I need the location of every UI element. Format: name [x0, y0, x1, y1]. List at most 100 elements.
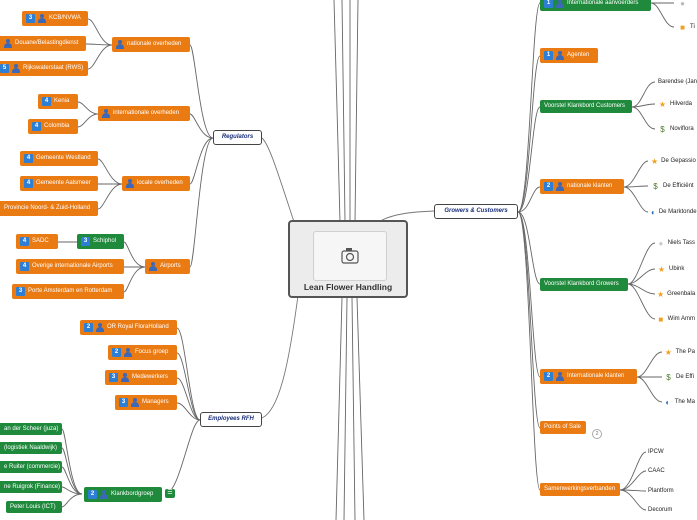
node-noviflora[interactable]: $Noviflora	[656, 124, 697, 134]
globe-icon: ◐	[651, 207, 656, 217]
node-the-pa[interactable]: ★The Pa	[662, 347, 697, 357]
branch-growers-customers[interactable]: Growers & Customers	[434, 204, 518, 219]
priority-badge: 3	[26, 14, 35, 23]
node-douane[interactable]: Douane/Belastingdienst	[0, 36, 86, 51]
node-marktonder[interactable]: ◐De Marktonde	[649, 207, 697, 217]
node-label: Samenwerkingsverbanden	[544, 486, 616, 492]
node-hilverda[interactable]: ★Hilverda	[656, 99, 697, 109]
moneybag-icon: $	[666, 372, 671, 382]
node-label: Decorum	[648, 507, 673, 513]
person-icon	[4, 39, 12, 48]
node-efficiente[interactable]: $De Efficiënt	[649, 181, 697, 191]
node-top-fragment[interactable]: ■Ti	[676, 22, 697, 32]
person-icon	[96, 323, 104, 332]
camera-icon	[341, 248, 359, 264]
node-points-of-sale[interactable]: Points of Sale	[540, 421, 586, 434]
image-placeholder	[313, 231, 387, 281]
node-ipcw[interactable]: IPCW	[646, 447, 686, 457]
node-label: Voorstel Klankbord Growers	[544, 281, 619, 287]
node-plantform[interactable]: Plantform	[646, 486, 686, 496]
node-label: Greenbala	[667, 291, 696, 297]
node-ruiter[interactable]: e Ruiter (commercie)	[0, 461, 62, 473]
node-label: Klankbordgroep	[111, 491, 154, 497]
node-label: Agenten	[567, 52, 590, 58]
node-scheer[interactable]: an der Scheer (juza)	[0, 423, 62, 435]
node-klankbord-customers[interactable]: Voorstel Klankbord Customers	[540, 100, 632, 113]
moneybag-icon: $	[653, 181, 658, 191]
priority-badge: 2	[544, 372, 553, 381]
node-label: Porte Amsterdam en Rotterdam	[28, 288, 113, 294]
node-label: CAAC	[648, 468, 665, 474]
person-icon	[116, 40, 124, 49]
node-label: Ti	[690, 24, 695, 30]
node-label: The Pa	[675, 349, 695, 355]
node-label: Barendse (Jan	[658, 79, 697, 85]
node-label: De Marktonde	[658, 209, 697, 215]
node-lokale-overheden[interactable]: locale overheden	[122, 176, 190, 191]
node-label: Airports	[160, 263, 181, 269]
node-internationale-overheden[interactable]: internationale overheden	[98, 106, 190, 121]
node-top-icon[interactable]: ●	[676, 0, 697, 8]
node-label: Ubink	[669, 266, 685, 272]
node-label: Provincie Noord- & Zuid-Holland	[4, 205, 91, 211]
list-icon[interactable]: ☰	[165, 489, 175, 498]
central-topic[interactable]: Lean Flower Handling	[288, 220, 408, 298]
node-label: Douane/Belastingdienst	[15, 40, 79, 46]
node-the-ma[interactable]: ◐The Ma	[662, 397, 697, 407]
star-icon: ★	[658, 99, 667, 109]
node-niels[interactable]: ●Niels Tass	[655, 238, 697, 248]
node-airports[interactable]: Airports	[145, 259, 190, 274]
person-icon	[124, 348, 132, 357]
node-label: KCB/NVWA	[49, 15, 81, 21]
node-de-effi[interactable]: $De Effi	[662, 372, 697, 382]
node-decorum[interactable]: Decorum	[646, 505, 686, 515]
node-label: e Ruiter (commercie)	[4, 464, 61, 470]
priority-badge: 4	[20, 262, 29, 271]
node-wim[interactable]: ■Wim Amm	[655, 314, 697, 324]
node-samenwerkingsverbanden[interactable]: Samenwerkingsverbanden	[540, 483, 620, 496]
node-label: Medewerkers	[132, 374, 169, 380]
branch-regulators[interactable]: Regulators	[213, 130, 262, 145]
node-label: Plantform	[648, 488, 674, 494]
node-ubink[interactable]: ★Ubink	[655, 264, 697, 274]
priority-badge: 3	[119, 398, 128, 407]
node-label: Voorstel Klankbord Customers	[544, 103, 626, 109]
node-klankbord-growers[interactable]: Voorstel Klankbord Growers	[540, 278, 628, 291]
node-kcb[interactable]: 3 KCB/NVWA	[22, 11, 88, 26]
node-greenbalance[interactable]: ★Greenbala	[655, 289, 697, 299]
priority-badge: 1	[544, 51, 553, 60]
collapsed-count-badge[interactable]: 2	[592, 429, 602, 439]
node-logistiek[interactable]: (logistiek Naaldwijk)	[0, 442, 62, 454]
node-provincie[interactable]: Provincie Noord- & Zuid-Holland	[0, 201, 98, 216]
priority-badge: 2	[84, 323, 93, 332]
node-caac[interactable]: CAAC	[646, 466, 686, 476]
node-nationale-overheden[interactable]: nationale overheden	[112, 37, 190, 52]
node-gepassioneerde[interactable]: ★De Gepassio	[649, 156, 697, 166]
node-agenten[interactable]: 1 Agenten	[540, 48, 598, 63]
branch-employees[interactable]: Employees RFH	[200, 412, 262, 427]
node-barendse[interactable]: Barendse (Jan	[656, 77, 697, 87]
node-ruigrok[interactable]: ne Ruigrok (Finance)	[0, 481, 62, 493]
node-label: Hilverda	[670, 101, 693, 107]
priority-badge: 2	[112, 348, 121, 357]
person-icon	[556, 0, 564, 8]
node-louis[interactable]: Peter Louis (ICT)	[6, 501, 62, 513]
